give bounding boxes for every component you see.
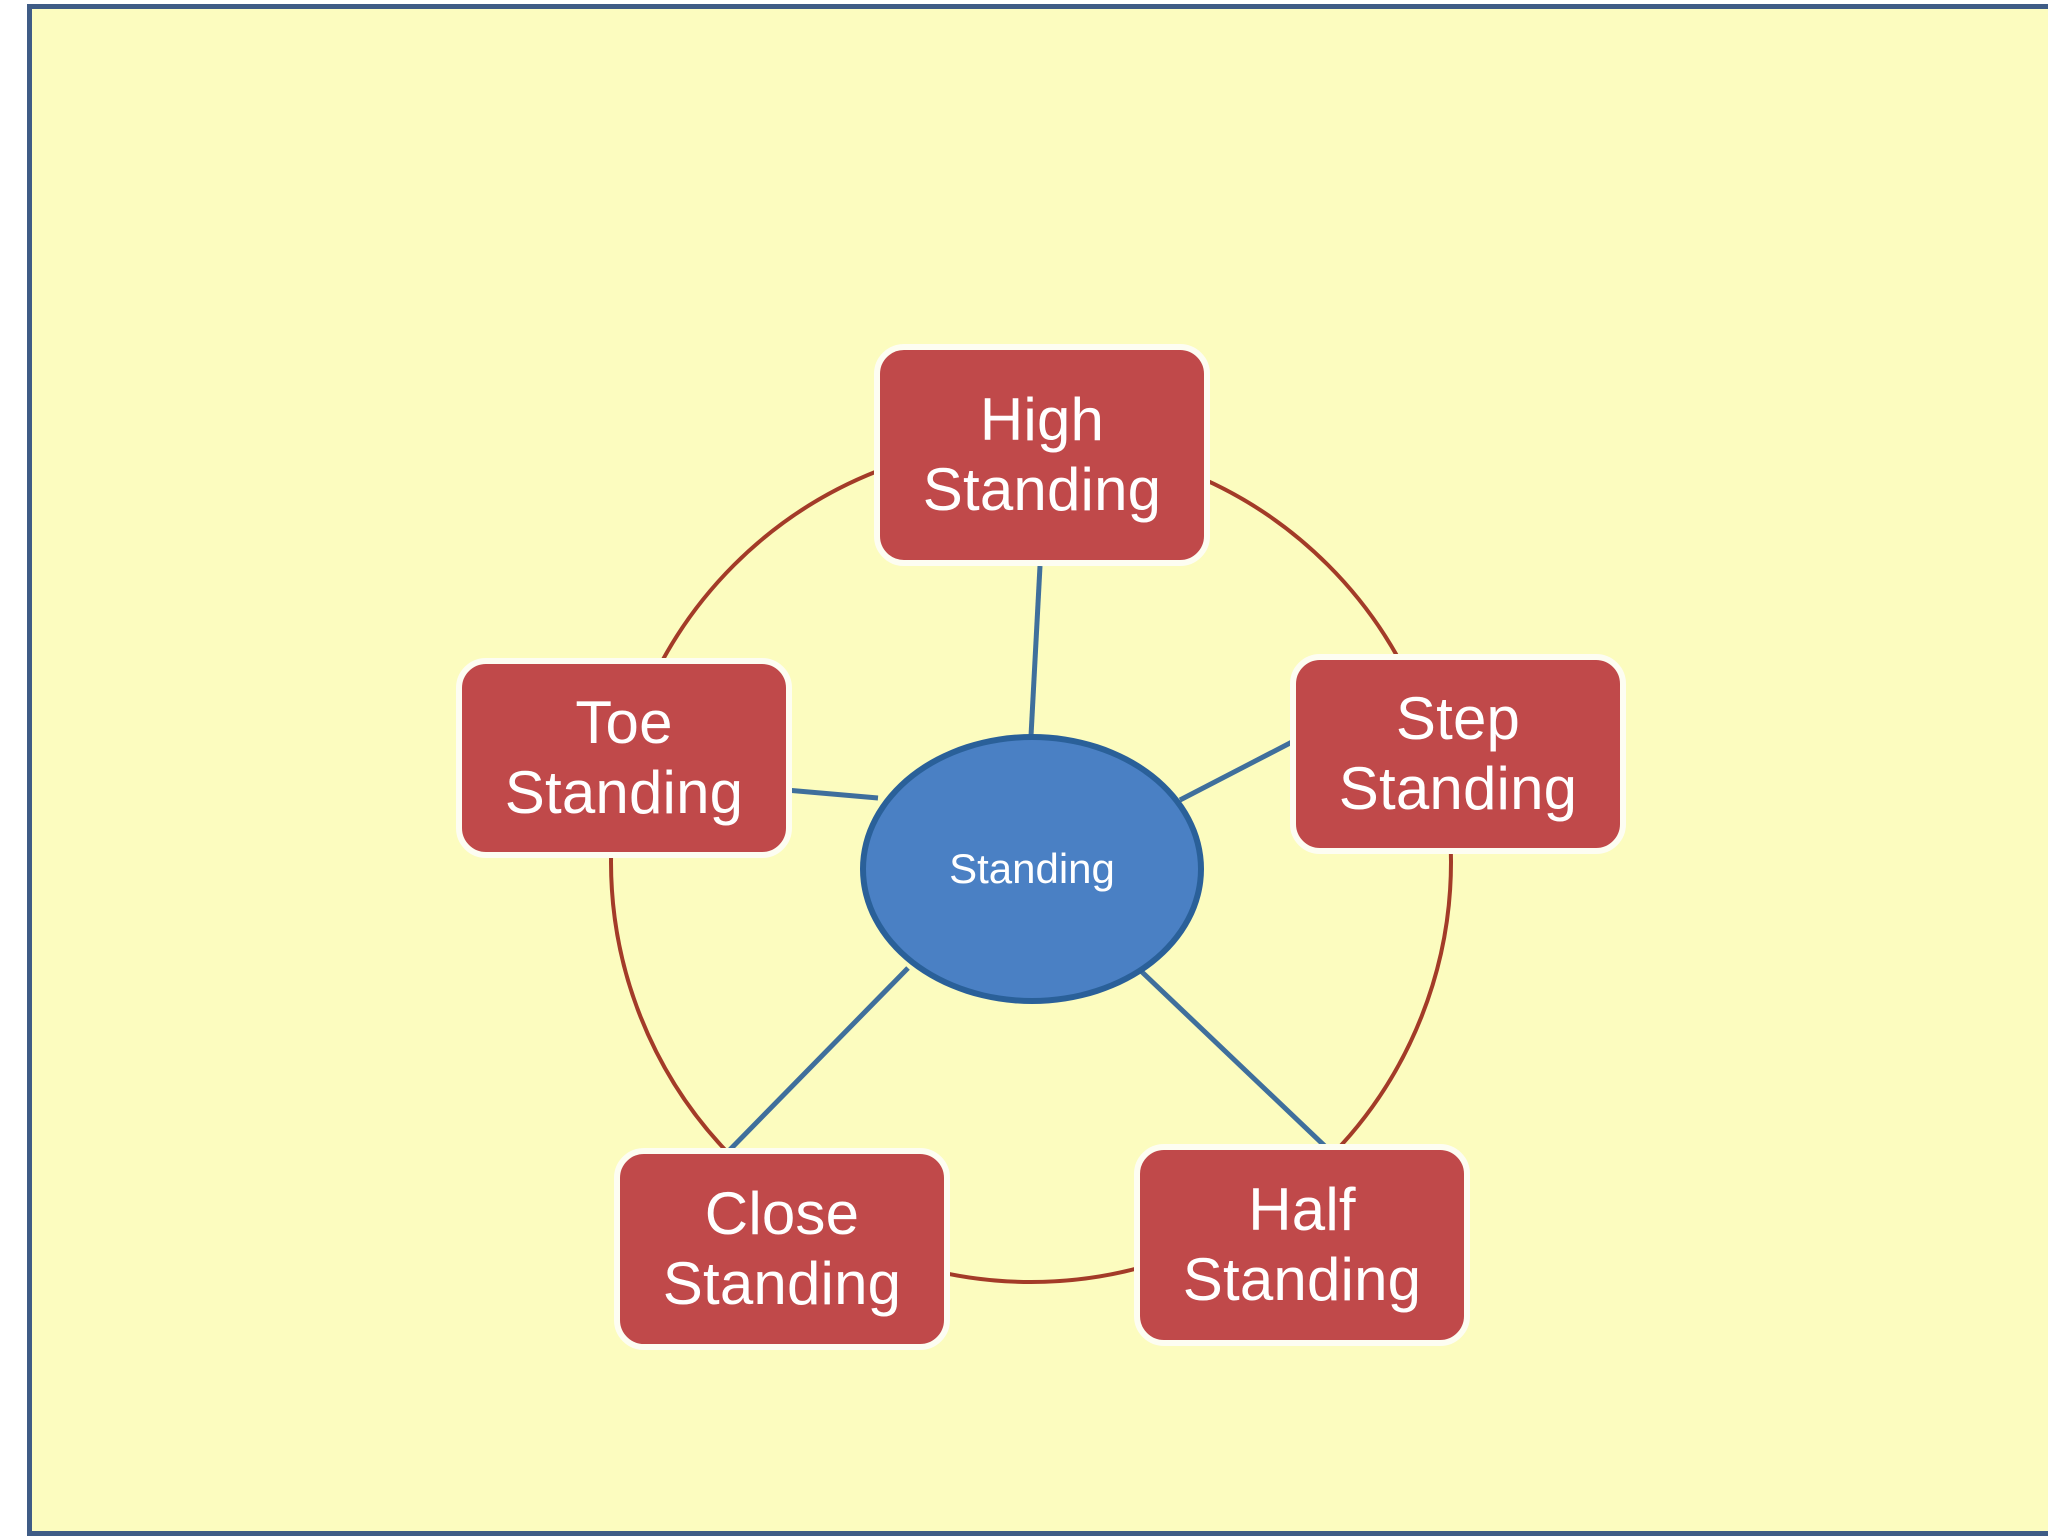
node-high-standing-label: High Standing <box>922 386 1162 523</box>
node-step-standing[interactable]: Step Standing <box>1290 654 1626 854</box>
center-node-standing[interactable]: Standing <box>860 734 1204 1004</box>
node-close-standing-label: Close Standing <box>662 1180 902 1317</box>
spoke-center-to-toe <box>785 787 879 801</box>
node-step-standing-label: Step Standing <box>1338 685 1578 822</box>
node-toe-standing[interactable]: Toe Standing <box>456 658 792 858</box>
node-close-standing[interactable]: Close Standing <box>614 1148 950 1350</box>
node-half-standing-label: Half Standing <box>1182 1176 1422 1313</box>
spoke-center-to-step <box>1178 739 1294 803</box>
spoke-center-to-half <box>1140 970 1352 1172</box>
node-high-standing[interactable]: High Standing <box>874 344 1210 566</box>
spoke-center-to-close <box>710 966 910 1170</box>
spoke-center-to-high <box>1028 565 1043 737</box>
center-node-label: Standing <box>949 844 1115 892</box>
node-toe-standing-label: Toe Standing <box>504 689 744 826</box>
node-half-standing[interactable]: Half Standing <box>1134 1144 1470 1346</box>
